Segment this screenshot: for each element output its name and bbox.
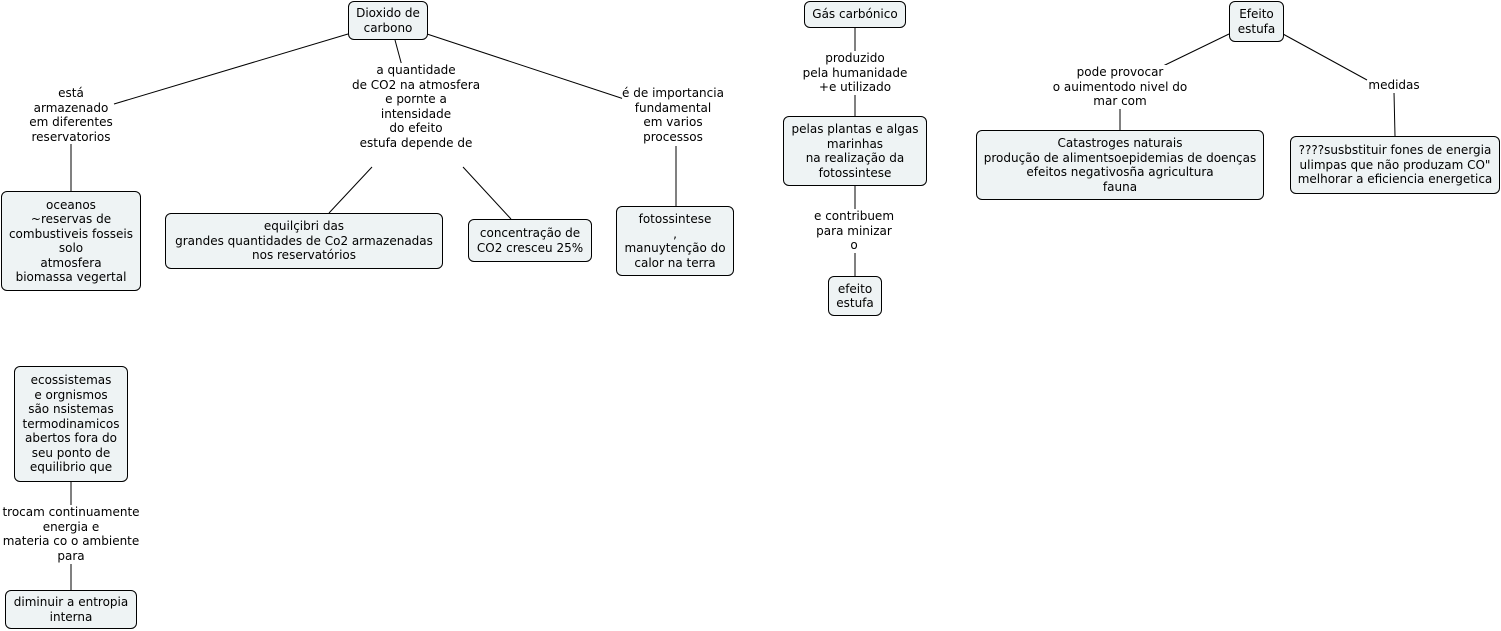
- node-substituir[interactable]: ????susbstituir fones de energia ulimpas…: [1290, 136, 1500, 194]
- node-catastrofes[interactable]: Catastroges naturais produção de aliment…: [976, 130, 1264, 200]
- link-dioxido-importancia: [426, 33, 625, 100]
- label-importancia: é de importancia fundamental em varios p…: [622, 86, 724, 144]
- node-efeito-estufa-small[interactable]: efeito estufa: [828, 276, 882, 316]
- node-gas-carbonico[interactable]: Gás carbónico: [804, 1, 906, 28]
- node-concentracao[interactable]: concentração de CO2 cresceu 25%: [468, 219, 592, 262]
- label-contribuem: e contribuem para minizar o: [813, 209, 895, 253]
- node-oceanos[interactable]: oceanos ~reservas de combustiveis fossei…: [1, 191, 141, 291]
- node-efeito-estufa-top[interactable]: Efeito estufa: [1229, 1, 1284, 42]
- label-trocam: trocam continuamente energia e materia c…: [2, 505, 140, 563]
- link-dioxido-quantidade: [394, 39, 403, 67]
- node-plantas[interactable]: pelas plantas e algas marinhas na realiz…: [783, 116, 927, 186]
- link-dioxido-armazenado: [113, 33, 349, 105]
- link-efeito-medidas: [1282, 33, 1368, 81]
- node-ecossistemas[interactable]: ecossistemas e orgnismos são nsistemas t…: [14, 366, 128, 482]
- link-efeito-provocar: [1162, 33, 1230, 67]
- node-entropia[interactable]: diminuir a entropia interna: [5, 590, 137, 629]
- node-fotossintese[interactable]: fotossintese , manuytenção do calor na t…: [616, 206, 734, 276]
- label-medidas: medidas: [1368, 78, 1420, 93]
- link-medidas-substituir: [1393, 91, 1396, 137]
- label-armazenado: está armazenado em diferentes reservator…: [29, 86, 113, 144]
- node-equilibrio[interactable]: equilçibri das grandes quantidades de Co…: [165, 213, 443, 269]
- link-quantidade-equilibrio: [328, 166, 373, 214]
- label-quantidade: a quantidade de CO2 na atmosfera e pornt…: [351, 63, 481, 150]
- link-quantidade-concentracao: [462, 166, 512, 220]
- label-provocar: pode provocar o auimentodo nivel do mar …: [1052, 65, 1188, 109]
- label-produzido: produzido pela humanidade +e utilizado: [802, 51, 908, 95]
- node-dioxido-de-carbono[interactable]: Dioxido de carbono: [348, 1, 428, 40]
